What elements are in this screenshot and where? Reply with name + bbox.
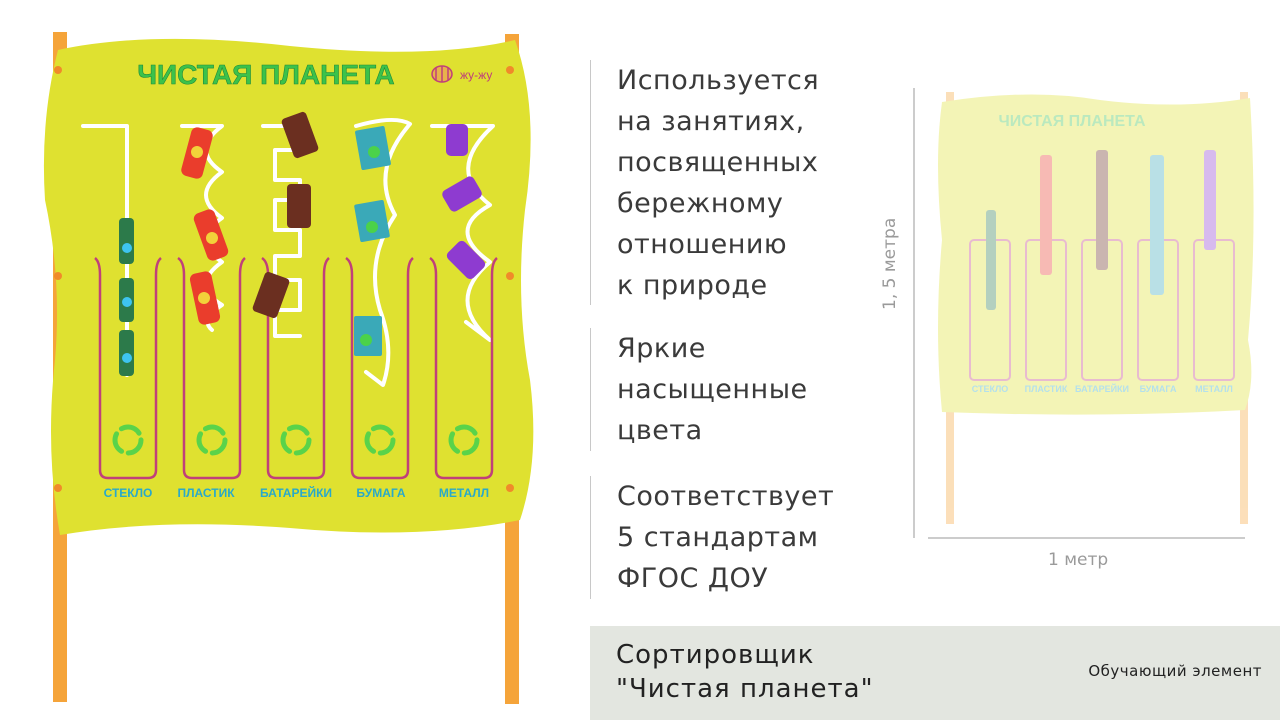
feature-line: бережному — [617, 188, 784, 219]
svg-text:МЕТАЛЛ: МЕТАЛЛ — [1195, 384, 1233, 394]
bins — [94, 256, 498, 480]
product-title-line2: "Чистая планета" — [616, 674, 874, 704]
feature-colors: Яркие насыщенные цвета — [590, 328, 808, 451]
bin-labels: СТЕКЛО ПЛАСТИК БАТАРЕЙКИ БУМАГА МЕТАЛЛ — [104, 485, 490, 500]
feature-line: на занятиях, — [617, 106, 805, 137]
svg-text:БАТАРЕЙКИ: БАТАРЕЙКИ — [1075, 383, 1129, 394]
bottle-icon — [119, 218, 134, 376]
category-tag: Обучающий элемент — [1088, 662, 1262, 680]
svg-text:БУМАГА: БУМАГА — [1140, 384, 1177, 394]
bin-label-batteries: БАТАРЕЙКИ — [260, 485, 332, 500]
feature-line: отношению — [617, 229, 788, 260]
svg-text:ЧИСТАЯ ПЛАНЕТА: ЧИСТАЯ ПЛАНЕТА — [999, 113, 1146, 130]
bee-icon — [431, 65, 453, 83]
feature-line: Соответствует — [617, 481, 835, 512]
feature-line: к природе — [617, 270, 768, 301]
paper-icon — [354, 126, 391, 356]
feature-line: ФГОС ДОУ — [617, 563, 769, 594]
plastic-bottle-icon — [181, 127, 229, 325]
screws — [54, 66, 514, 492]
feature-line: 5 стандартам — [617, 522, 819, 553]
feature-line: посвященных — [617, 147, 819, 178]
board-title: ЧИСТАЯ ПЛАНЕТА — [137, 59, 394, 90]
product-title-line1: Сортировщик — [616, 640, 815, 670]
feature-usage: Используется на занятиях, посвященных бе… — [590, 60, 819, 305]
svg-text:ПЛАСТИК: ПЛАСТИК — [1025, 384, 1068, 394]
brand-label: жу-жу — [460, 68, 492, 82]
footer-bar: Сортировщик "Чистая планета" Обучающий э… — [590, 626, 1280, 720]
bin-label-paper: БУМАГА — [356, 486, 406, 500]
feature-line: Используется — [617, 65, 820, 96]
mini-board: ЧИСТАЯ ПЛАНЕТА СТЕКЛО ПЛАСТИК БАТАРЕЙКИ БУ… — [938, 92, 1254, 524]
bin-label-plastic: ПЛАСТИК — [177, 486, 235, 500]
battery-icon — [252, 111, 319, 319]
feature-line: насыщенные — [617, 374, 808, 405]
height-label: 1, 5 метра — [880, 217, 900, 310]
product-title: Сортировщик "Чистая планета" — [616, 638, 874, 706]
feature-standards: Соответствует 5 стандартам ФГОС ДОУ — [590, 476, 834, 599]
board-panel — [43, 38, 534, 536]
board-illustration: ЧИСТАЯ ПЛАНЕТА жу-жу — [43, 32, 534, 704]
bin-label-glass: СТЕКЛО — [104, 486, 153, 500]
feature-line: цвета — [617, 415, 703, 446]
bin-label-metal: МЕТАЛЛ — [439, 486, 489, 500]
width-label: 1 метр — [1048, 550, 1109, 570]
can-icon — [442, 124, 486, 280]
feature-line: Яркие — [617, 333, 706, 364]
recycle-icon — [112, 424, 480, 456]
dimension-diagram: ЧИСТАЯ ПЛАНЕТА СТЕКЛО ПЛАСТИК БАТАРЕЙКИ БУ… — [913, 88, 1254, 539]
svg-text:СТЕКЛО: СТЕКЛО — [972, 384, 1009, 394]
